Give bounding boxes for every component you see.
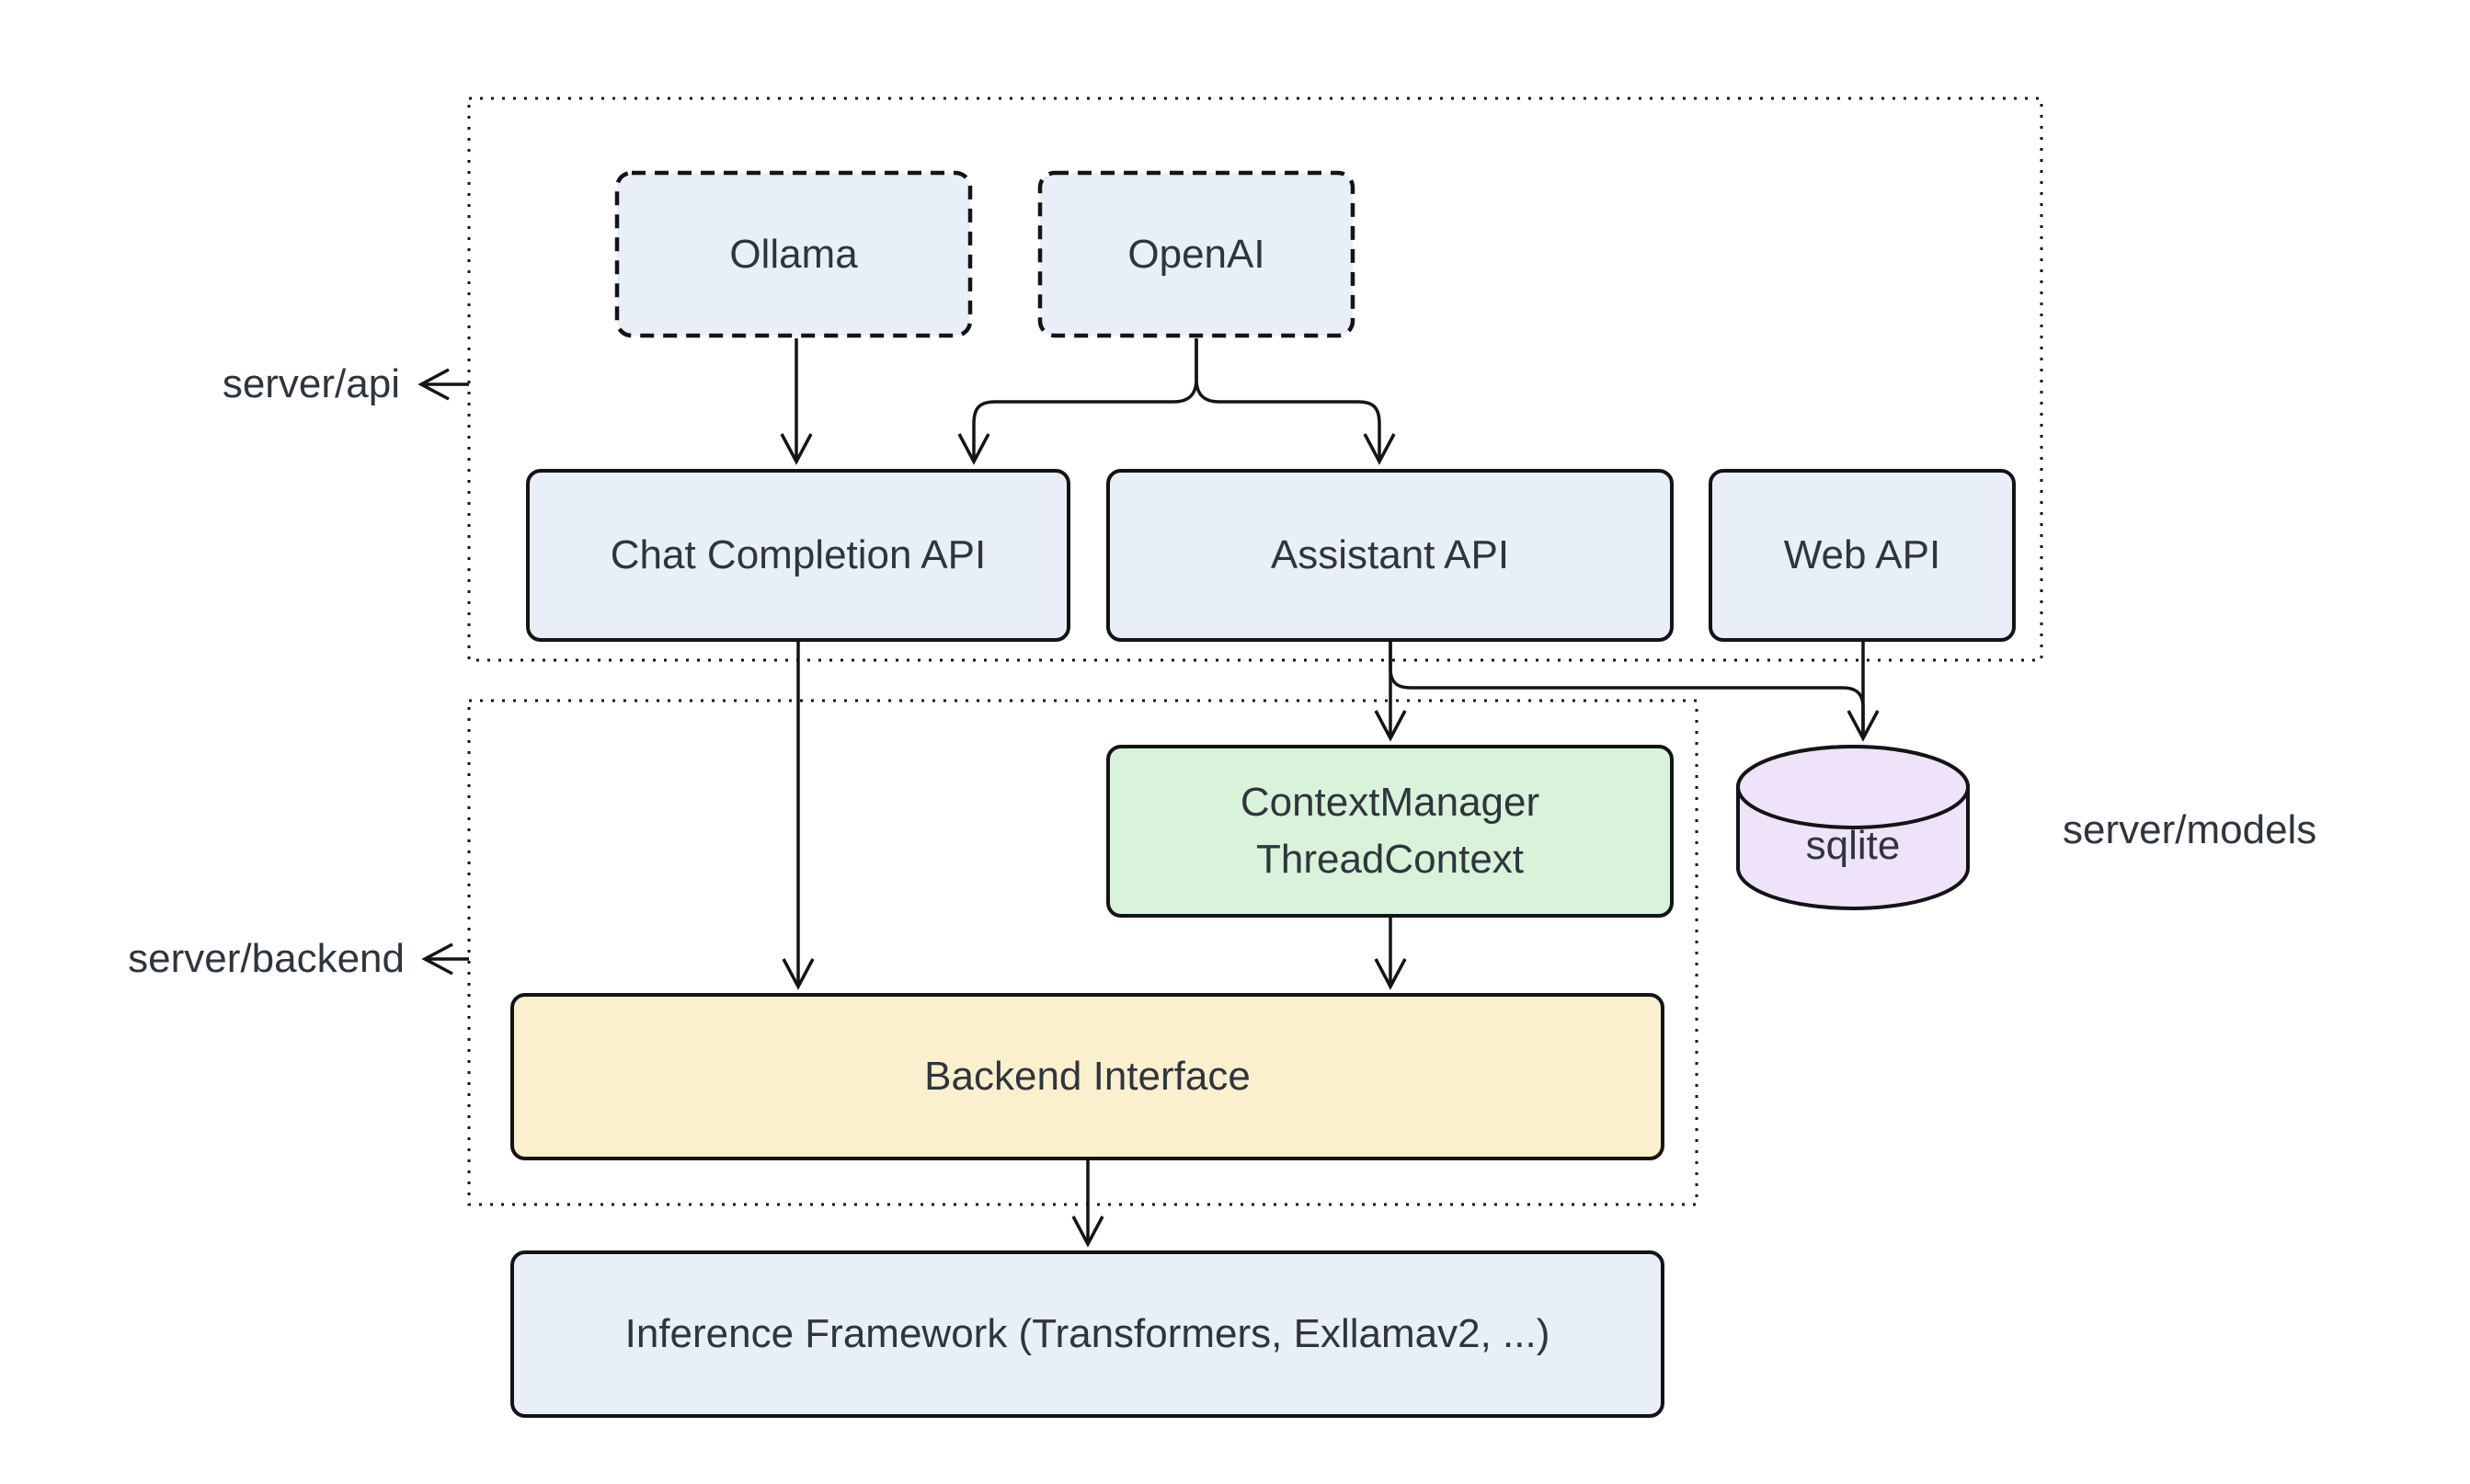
sqlite-cylinder-top (1736, 745, 1970, 829)
edge-openai-to-assistant (1195, 338, 1396, 465)
assistant-api-node (1106, 469, 1674, 642)
chat-completion-api-node (526, 469, 1070, 642)
inference-framework-node (510, 1250, 1664, 1418)
backend-interface-node (510, 993, 1664, 1160)
openai-node (1037, 170, 1355, 338)
context-manager-node (1106, 745, 1674, 918)
web-api-node (1709, 469, 2016, 642)
server-api-group-border (467, 97, 2043, 662)
server-backend-group-border (467, 699, 1698, 1206)
edge-openai-to-chat (957, 338, 1198, 465)
ollama-node (614, 170, 973, 338)
edge-assistant-to-sqlite (1389, 641, 1865, 736)
